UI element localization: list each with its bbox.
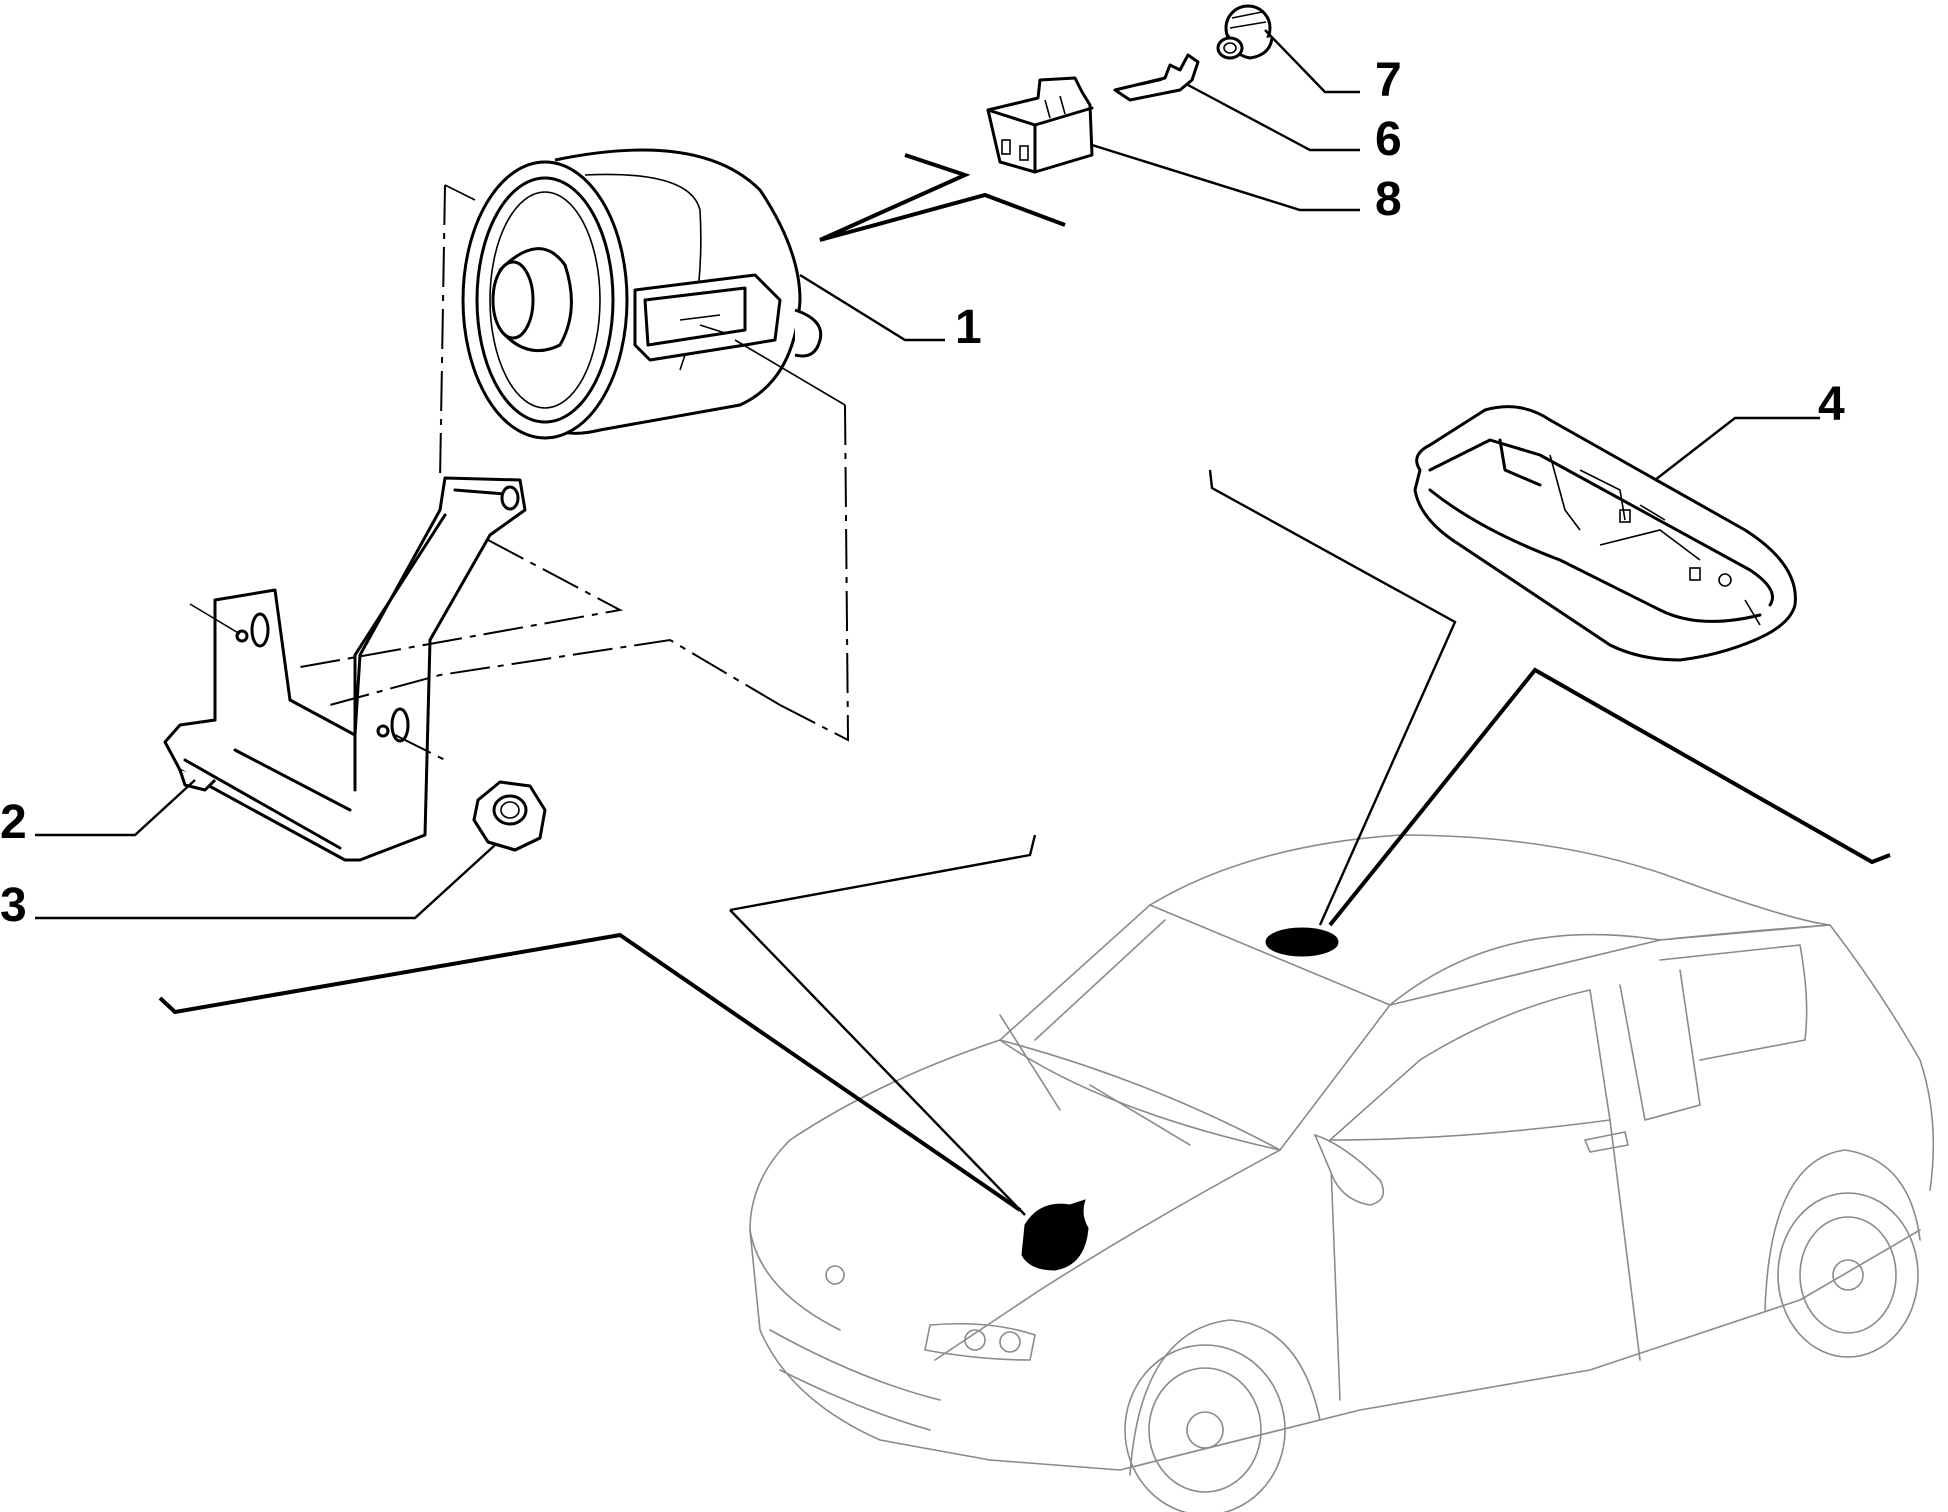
callout-3: 3 <box>0 879 27 932</box>
leader-1 <box>799 273 945 342</box>
grommet-part-7 <box>1216 4 1274 60</box>
callout-1: 1 <box>955 301 982 354</box>
connector-block-part-8 <box>986 76 1094 174</box>
callout-leaders <box>35 29 1820 920</box>
roof-light-marker <box>1265 927 1339 957</box>
car-illustration <box>749 834 1935 1512</box>
callout-6: 6 <box>1375 113 1402 166</box>
leader-8 <box>1091 143 1360 212</box>
group-lines <box>158 153 1891 1216</box>
leader-3 <box>35 844 496 920</box>
callout-4: 4 <box>1818 378 1845 431</box>
leader-6 <box>1187 83 1360 152</box>
callout-8: 8 <box>1375 173 1402 226</box>
leader-7 <box>1264 29 1360 94</box>
terminal-part-6 <box>1113 53 1200 102</box>
callout-7: 7 <box>1375 54 1402 107</box>
bracket-part-2 <box>163 476 527 862</box>
callout-numbers: 1 2 3 4 6 7 8 <box>0 54 1845 932</box>
siren-location-marker <box>1021 1199 1089 1271</box>
leader-2 <box>35 779 196 837</box>
nut-part-3 <box>472 780 547 852</box>
callout-2: 2 <box>0 796 27 849</box>
construction-lines <box>189 184 850 761</box>
siren-part-1 <box>461 148 823 440</box>
roof-light-housing-part-4 <box>1413 405 1797 662</box>
leader-4 <box>1654 416 1820 481</box>
